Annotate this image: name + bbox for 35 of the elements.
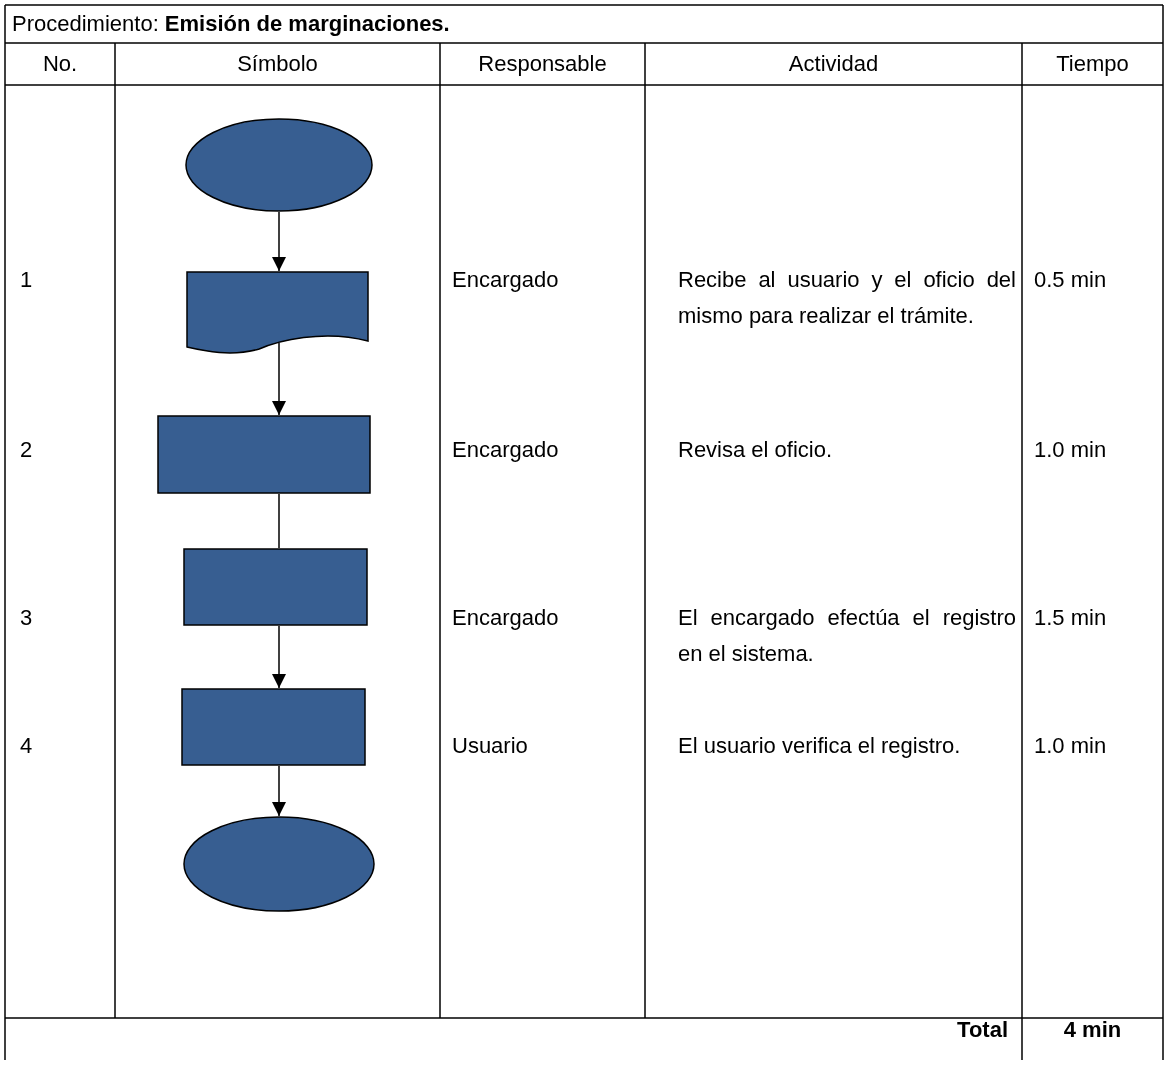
process-box [157,415,371,494]
time-text: 1.5 min [1034,604,1108,632]
responsible-text: Encargado [452,604,560,632]
terminal-ellipse [183,816,375,912]
arrow [272,765,286,817]
time-text: 0.5 min [1034,266,1108,294]
arrow [272,342,286,416]
activity-text: El usuario verifica el registro. [678,732,962,760]
process-box [181,688,366,766]
step-number: 2 [20,436,34,464]
column-header: Tiempo [1055,50,1130,78]
arrow [272,625,286,689]
connector-line [278,493,280,549]
column-header: Responsable [477,50,608,78]
column-header: Símbolo [236,50,319,78]
document-shape [186,271,369,355]
column-header: Actividad [787,50,880,78]
activity-text: Revisa el oficio. [678,436,834,464]
terminal-ellipse [185,118,373,212]
responsible-text: Encargado [452,436,560,464]
procedure-title: Procedimiento: Emisión de marginaciones. [12,10,451,38]
arrow [272,211,286,272]
step-number: 3 [20,604,34,632]
time-text: 1.0 min [1034,436,1108,464]
time-text: 1.0 min [1034,732,1108,760]
total-time: 4 min [1062,1016,1123,1044]
activity-text: El encargado efectúa el registro en el sistema. [678,604,1016,668]
process-box [183,548,368,626]
total-label: Total [956,1016,1008,1044]
column-header: No. [41,50,79,78]
step-number: 1 [20,266,34,294]
activity-text: Recibe al usuario y el oficio del mismo para realizar el trámite. [678,266,1016,330]
responsible-text: Encargado [452,266,560,294]
step-number: 4 [20,732,34,760]
responsible-text: Usuario [452,732,529,760]
